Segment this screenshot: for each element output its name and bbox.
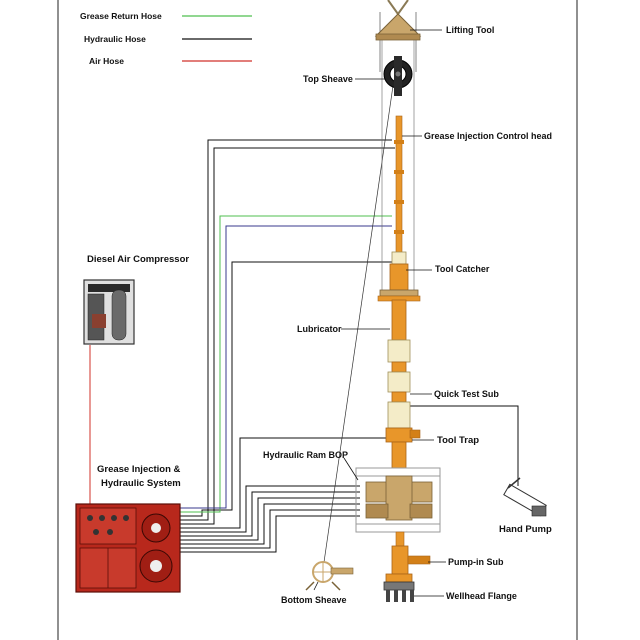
tool-trap-graphic xyxy=(385,427,421,469)
wireline-cable xyxy=(321,71,396,577)
wellhead-flange-graphic xyxy=(383,581,415,602)
label-quick-test-sub: Quick Test Sub xyxy=(434,389,499,399)
label-tool-trap: Tool Trap xyxy=(437,435,479,446)
lifting-tool-graphic xyxy=(374,0,422,41)
leader-lines xyxy=(313,29,446,597)
label-grease-injection-line2: Hydraulic System xyxy=(101,478,181,489)
grease-control-head-graphic xyxy=(394,115,404,257)
bottom-sheave-graphic xyxy=(305,561,354,591)
tool-catcher-graphic xyxy=(377,251,421,302)
label-diesel-air-compressor: Diesel Air Compressor xyxy=(87,254,189,265)
legend-label-grease-return: Grease Return Hose xyxy=(80,11,162,21)
lubricator-graphic xyxy=(387,299,411,429)
legend-label-hydraulic: Hydraulic Hose xyxy=(84,34,146,44)
bop-graphic xyxy=(355,467,441,547)
blue-hose xyxy=(180,225,392,509)
label-bottom-sheave: Bottom Sheave xyxy=(281,595,347,605)
label-wellhead-flange: Wellhead Flange xyxy=(446,591,517,601)
legend-label-air: Air Hose xyxy=(89,56,124,66)
label-lubricator: Lubricator xyxy=(297,324,342,334)
label-tool-catcher: Tool Catcher xyxy=(435,264,490,274)
top-sheave-graphic xyxy=(383,56,413,96)
grease-injection-unit-graphic xyxy=(75,503,181,593)
grease-return-hose xyxy=(180,215,392,513)
label-grease-injection-line1: Grease Injection & xyxy=(97,464,181,475)
label-top-sheave: Top Sheave xyxy=(303,74,353,84)
hydraulic-hoses xyxy=(180,139,519,553)
label-pump-in-sub: Pump-in Sub xyxy=(448,557,504,567)
label-grease-control-head: Grease Injection Control head xyxy=(424,131,552,141)
label-hydraulic-ram-bop: Hydraulic Ram BOP xyxy=(263,450,348,460)
pump-in-sub-graphic xyxy=(385,545,431,583)
diesel-air-compressor-graphic xyxy=(83,279,135,345)
label-hand-pump: Hand Pump xyxy=(499,524,552,535)
label-lifting-tool: Lifting Tool xyxy=(446,25,494,35)
hand-pump-graphic xyxy=(503,477,547,517)
legend: Grease Return Hose Hydraulic Hose Air Ho… xyxy=(80,11,252,66)
